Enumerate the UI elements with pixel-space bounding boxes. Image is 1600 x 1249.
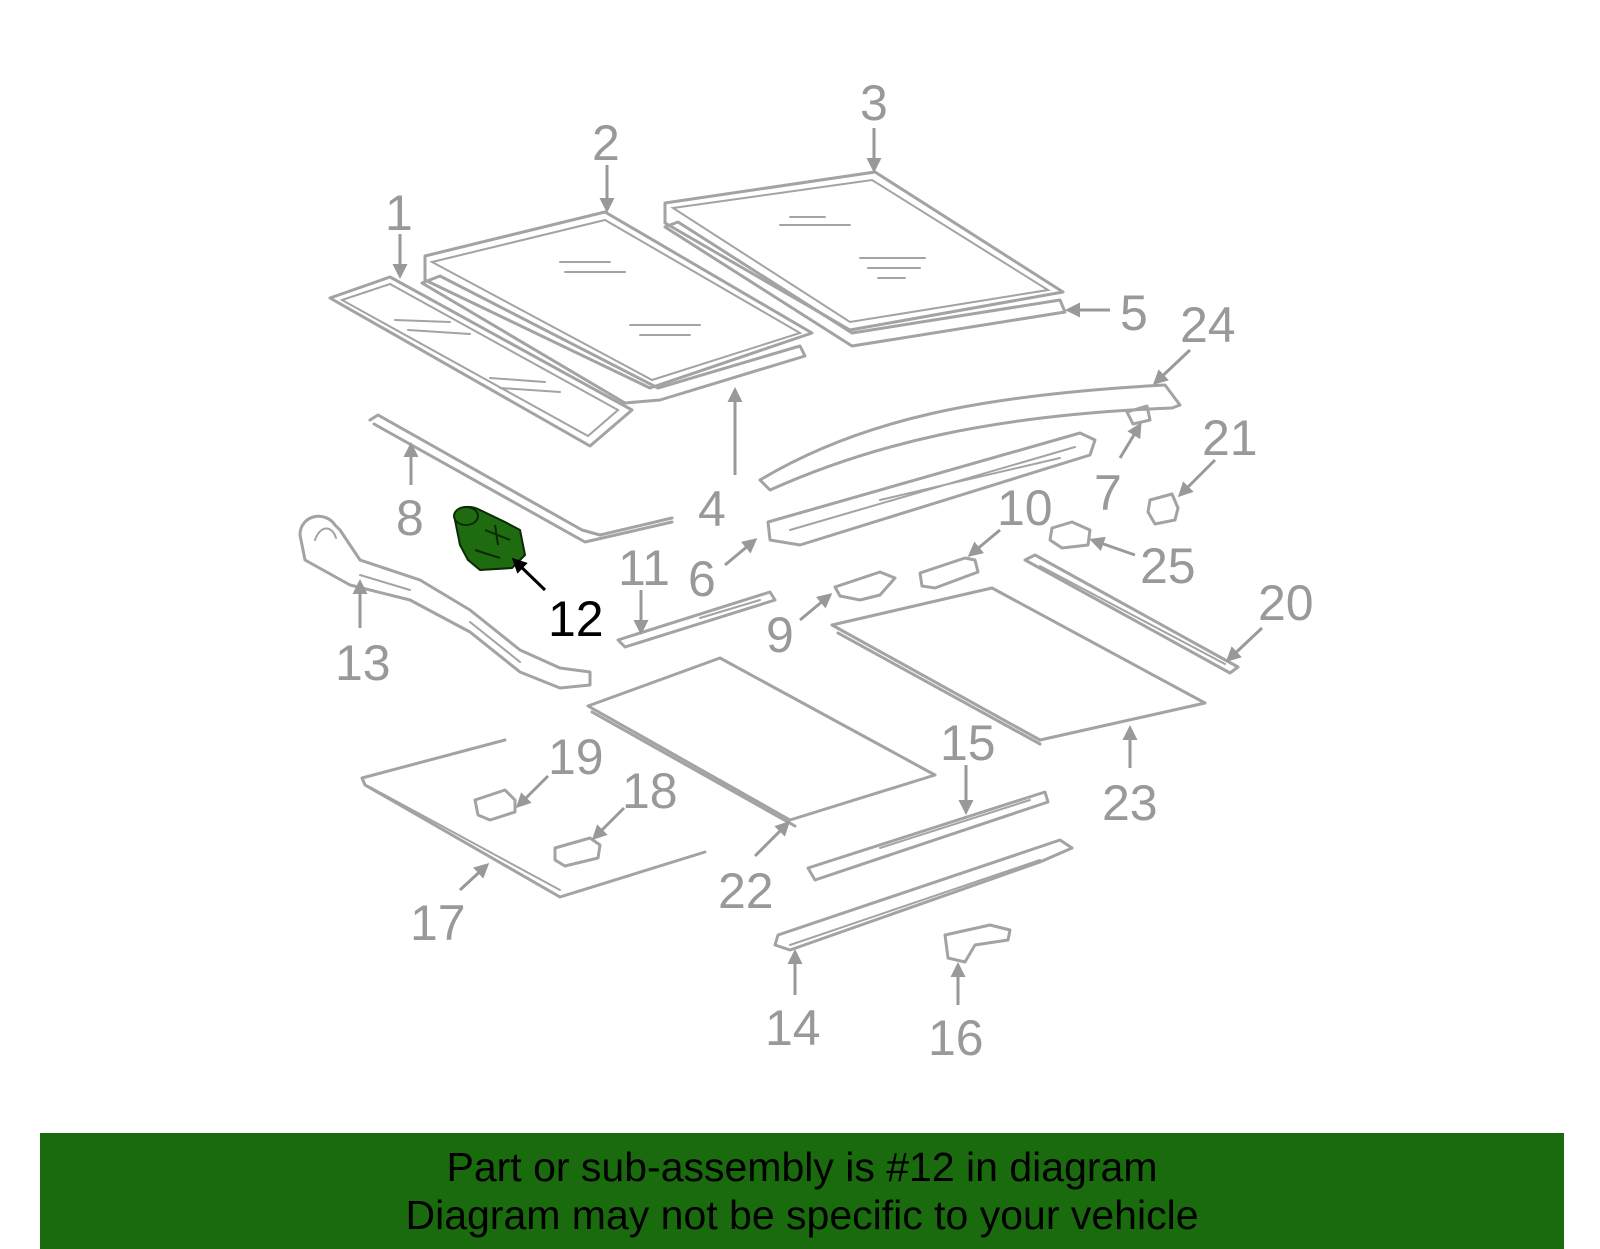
part-25-clip xyxy=(1048,520,1092,550)
callout-25: 25 xyxy=(1089,536,1196,594)
part-15-rail xyxy=(806,790,1050,882)
callout-label-21: 21 xyxy=(1202,410,1258,466)
callout-label-10: 10 xyxy=(997,480,1053,536)
callout-22: 22 xyxy=(718,820,791,919)
callout-10: 10 xyxy=(967,480,1053,557)
callout-label-24: 24 xyxy=(1180,297,1236,353)
callout-7: 7 xyxy=(1094,422,1142,521)
callout-23: 23 xyxy=(1102,725,1158,831)
callout-6: 6 xyxy=(688,538,758,607)
callout-13: 13 xyxy=(335,579,391,691)
callout-label-18: 18 xyxy=(622,763,678,819)
callout-12: 12 xyxy=(511,557,604,647)
callout-24: 24 xyxy=(1152,297,1236,386)
part-1-front-glass xyxy=(328,275,634,448)
callout-label-4: 4 xyxy=(698,481,726,537)
part-4-seal-frame xyxy=(420,274,807,405)
callout-1: 1 xyxy=(385,185,413,279)
callout-18: 18 xyxy=(591,763,678,841)
callout-16: 16 xyxy=(928,962,984,1066)
callout-label-15: 15 xyxy=(940,715,996,771)
part-12-sunroof-motor xyxy=(453,506,526,571)
callout-3: 3 xyxy=(860,75,888,173)
part-22-front-sunshade xyxy=(586,656,937,828)
part-18-clip xyxy=(553,836,602,868)
callout-label-11: 11 xyxy=(618,540,670,596)
part-2-middle-glass xyxy=(423,210,814,390)
callout-label-1: 1 xyxy=(385,185,413,241)
part-24-curved-rail xyxy=(758,383,1182,492)
callout-4: 4 xyxy=(698,387,743,537)
footer-banner: Part or sub-assembly is #12 in diagram D… xyxy=(40,1133,1564,1249)
callout-label-16: 16 xyxy=(928,1010,984,1066)
callout-8: 8 xyxy=(396,442,424,546)
part-6-guide-rail xyxy=(766,431,1097,547)
callout-label-5: 5 xyxy=(1120,285,1148,341)
part-19-clip xyxy=(473,788,517,822)
callout-label-20: 20 xyxy=(1258,575,1314,631)
callout-9: 9 xyxy=(766,593,833,663)
callout-label-22: 22 xyxy=(718,863,774,919)
part-17-frame xyxy=(360,738,707,899)
callout-label-8: 8 xyxy=(396,490,424,546)
part-7-bracket xyxy=(1125,404,1152,426)
callout-label-13: 13 xyxy=(335,635,391,691)
part-23-rear-sunshade xyxy=(830,586,1207,746)
footer-line-part-info: Part or sub-assembly is #12 in diagram xyxy=(446,1144,1158,1190)
callout-label-23: 23 xyxy=(1102,775,1158,831)
parts-diagram: 1 2 3 4 5 6 7 8 9 10 11 12 xyxy=(298,75,1314,1066)
callout-label-19: 19 xyxy=(548,729,604,785)
callout-label-3: 3 xyxy=(860,75,888,131)
callout-5: 5 xyxy=(1065,285,1148,341)
part-9-bracket xyxy=(833,570,897,602)
part-11-rail xyxy=(616,590,777,649)
part-21-clip xyxy=(1146,492,1180,526)
callout-label-9: 9 xyxy=(766,607,794,663)
callout-20: 20 xyxy=(1225,575,1314,663)
callout-19: 19 xyxy=(515,729,604,809)
part-20-side-rail xyxy=(1023,553,1240,675)
callout-21: 21 xyxy=(1177,410,1258,498)
callout-14: 14 xyxy=(765,949,821,1056)
part-16-bracket xyxy=(943,923,1012,964)
callout-11: 11 xyxy=(618,540,670,635)
part-10-bracket xyxy=(918,556,980,590)
callout-15: 15 xyxy=(940,715,996,815)
callout-label-12: 12 xyxy=(548,591,604,647)
callout-label-17: 17 xyxy=(410,895,466,951)
part-8-seal-strip xyxy=(368,413,674,544)
callout-label-14: 14 xyxy=(765,1000,821,1056)
part-3-rear-glass xyxy=(663,170,1065,332)
part-13-cable-guide xyxy=(298,514,592,690)
callout-label-6: 6 xyxy=(688,551,716,607)
part-5-rear-seal xyxy=(663,220,1067,348)
footer-line-disclaimer: Diagram may not be specific to your vehi… xyxy=(405,1192,1199,1238)
callout-label-25: 25 xyxy=(1140,538,1196,594)
part-14-rail xyxy=(773,838,1074,952)
callout-label-2: 2 xyxy=(592,115,620,171)
callout-2: 2 xyxy=(592,115,620,213)
callout-17: 17 xyxy=(410,862,490,951)
callout-label-7: 7 xyxy=(1094,465,1122,521)
